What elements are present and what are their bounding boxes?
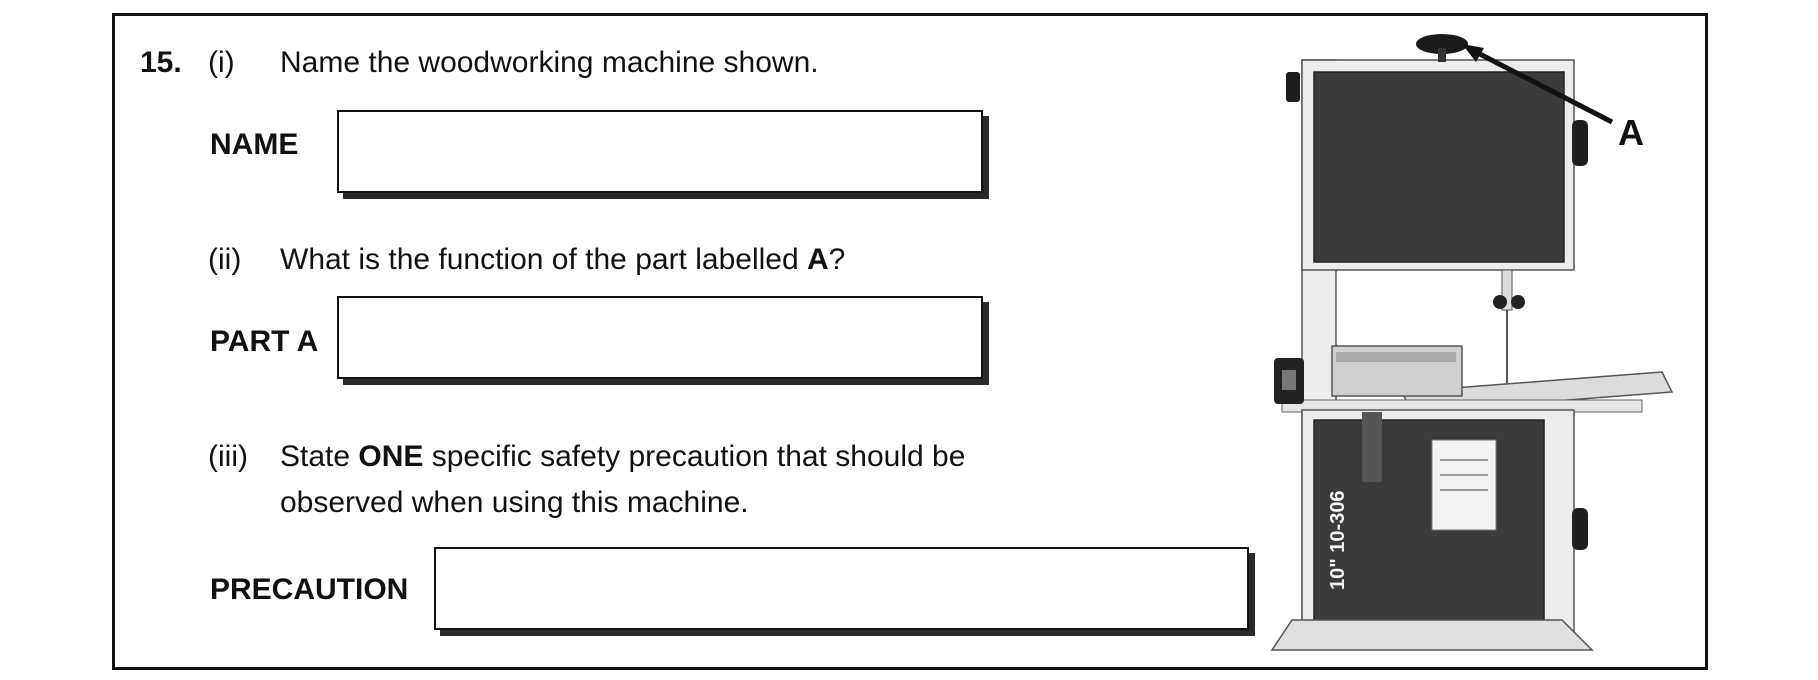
question-number: 15. [140, 46, 182, 79]
name-label: NAME [210, 128, 299, 161]
part-iii-question: State ONE specific safety precaution tha… [280, 434, 965, 526]
question-frame [112, 13, 1708, 670]
part-iii-numeral: (iii) [208, 440, 248, 473]
part-a-callout-label: A [1618, 112, 1644, 153]
part-ii-bold-a: A [806, 243, 829, 276]
precaution-answer-box[interactable] [434, 547, 1249, 630]
part-iii-text-end: specific safety precaution that should b… [423, 440, 966, 473]
part-iii-bold-one: ONE [358, 440, 424, 473]
part-iii-line2: observed when using this machine. [280, 486, 749, 519]
part-a-label: PART A [210, 325, 319, 358]
tension-knob [1416, 34, 1468, 54]
part-iii-line1: State ONE specific safety precaution tha… [280, 434, 965, 480]
part-ii-question: What is the function of the part labelle… [280, 237, 845, 283]
part-a-answer-box[interactable] [337, 296, 983, 379]
part-ii-text: What is the function of the part labelle… [280, 243, 807, 276]
part-ii-text-end: ? [828, 243, 846, 276]
part-i-question: Name the woodworking machine shown. [280, 46, 819, 79]
part-ii-numeral: (ii) [208, 243, 242, 276]
part-i-numeral: (i) [208, 46, 235, 79]
name-answer-box[interactable] [337, 110, 983, 193]
part-iii-text: State [280, 440, 359, 473]
band-saw-image: 10" 10-306 [1270, 34, 1674, 651]
precaution-label: PRECAUTION [210, 573, 409, 606]
model-text: 10" 10-306 [1327, 490, 1349, 590]
